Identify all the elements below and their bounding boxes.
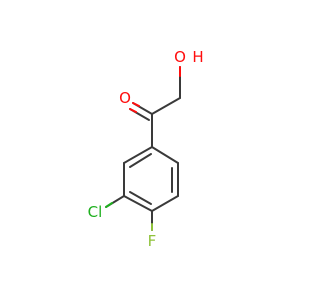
carbonyl-bond-end-b [129, 108, 137, 113]
carbonyl-oxygen-label: O [119, 89, 131, 107]
molecule-structure: O H O Cl F [0, 0, 300, 300]
ring-bond [151, 146, 179, 164]
hydroxyl-hydrogen-label: H [192, 48, 203, 66]
colored-bond-ends [105, 66, 181, 231]
ring-bond [123, 146, 153, 164]
background [0, 0, 300, 300]
ring-bond-inner [129, 153, 152, 168]
ring-bond [123, 195, 153, 212]
hydroxyl-oxygen-label: O [174, 48, 186, 66]
ring-bond-inner [129, 191, 152, 205]
carbonyl-ch2-bond [151, 97, 181, 115]
ring-bond [151, 195, 179, 212]
fluorine-label: F [148, 232, 157, 250]
carbonyl-bond-end-a [132, 102, 140, 107]
chlorine-label: Cl [88, 203, 103, 221]
atom-labels: O H O Cl F [88, 48, 204, 250]
chlorine-bond-end [105, 202, 113, 208]
